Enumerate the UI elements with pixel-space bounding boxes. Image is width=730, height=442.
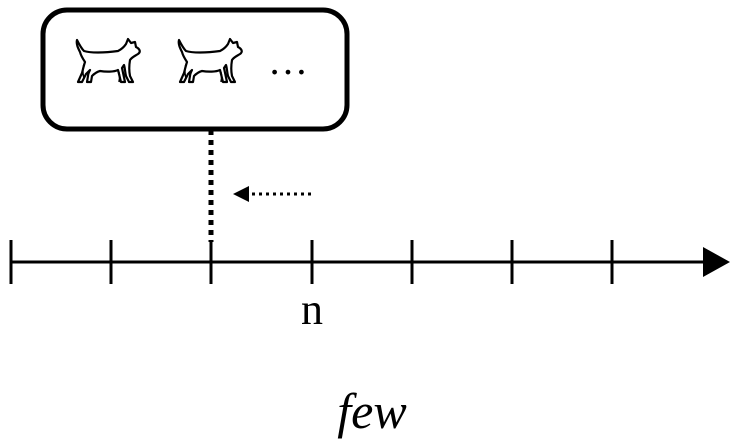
dotted-arrow-head [233,186,249,202]
tick-label-n: n [301,285,323,334]
ellipsis-text: … [268,38,308,83]
axis-arrowhead [703,247,730,277]
items-box [40,7,350,132]
caption-few: few [337,383,406,439]
